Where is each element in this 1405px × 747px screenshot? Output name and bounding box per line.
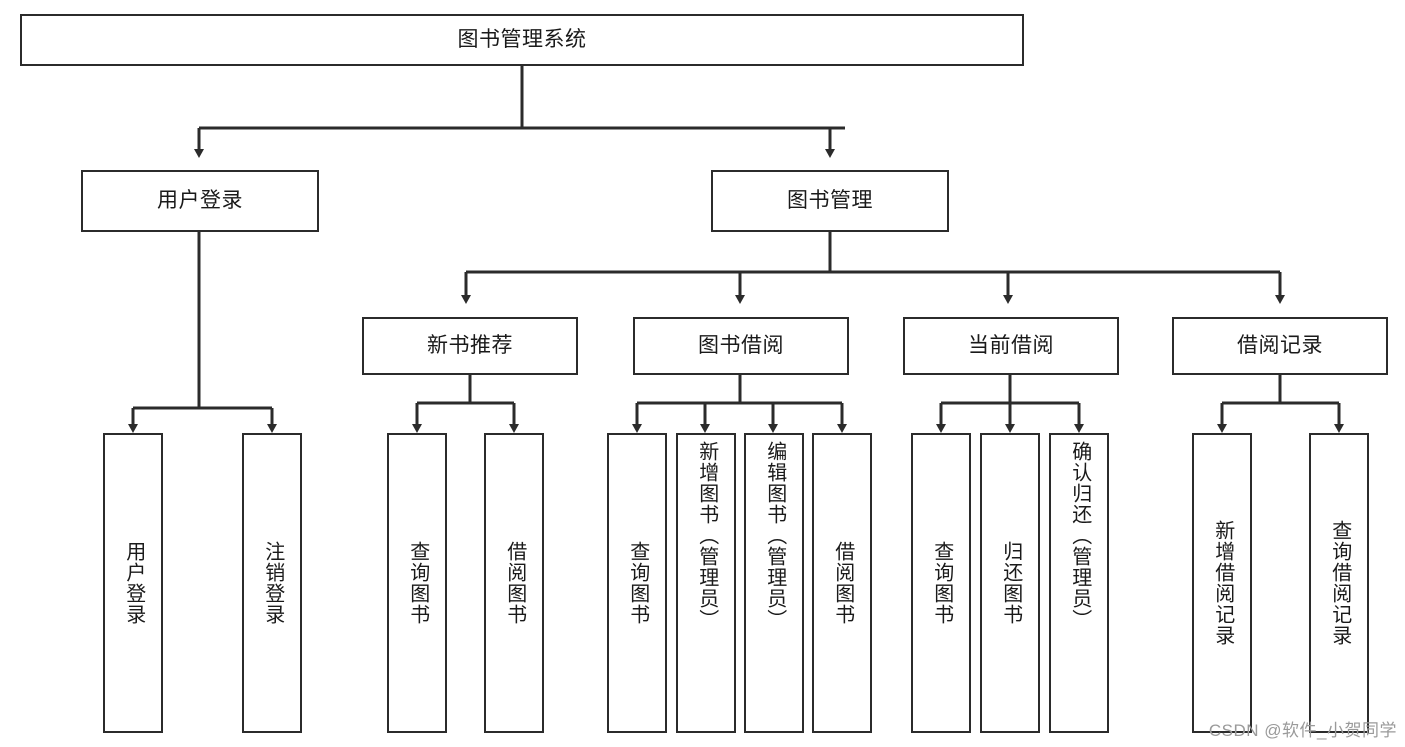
leaf-return-book-label: 归还图书 [999,541,1022,625]
leaf-borrow-book-1[interactable]: 借阅图书 [484,433,544,733]
leaf-query-book-1-label: 查询图书 [406,541,429,625]
node-borrow-record[interactable]: 借阅记录 [1172,317,1388,375]
node-current-borrow-label: 当前借阅 [968,334,1054,358]
node-user-login[interactable]: 用户登录 [81,170,319,232]
leaf-return-book[interactable]: 归还图书 [980,433,1040,733]
node-user-login-label: 用户登录 [157,189,243,213]
node-new-book-recommend[interactable]: 新书推荐 [362,317,578,375]
leaf-query-borrow-record[interactable]: 查询借阅记录 [1309,433,1369,733]
leaf-logout-login-label: 注销登录 [261,541,284,625]
leaf-add-borrow-record-label: 新增借阅记录 [1211,520,1234,646]
leaf-query-book-3-label: 查询图书 [930,541,953,625]
leaf-query-book-2[interactable]: 查询图书 [607,433,667,733]
leaf-add-book-admin[interactable]: 新增图书（管理员） [676,433,736,733]
node-borrow-record-label: 借阅记录 [1237,334,1323,358]
leaf-query-book-2-label: 查询图书 [626,541,649,625]
leaf-borrow-book-2-label: 借阅图书 [831,541,854,625]
leaf-borrow-book-1-label: 借阅图书 [503,541,526,625]
leaf-edit-book-admin[interactable]: 编辑图书（管理员） [744,433,804,733]
node-root-label: 图书管理系统 [457,28,587,52]
node-book-borrow-label: 图书借阅 [698,334,784,358]
leaf-query-book-3[interactable]: 查询图书 [911,433,971,733]
leaf-confirm-return-admin[interactable]: 确认归还（管理员） [1049,433,1109,733]
leaf-add-book-admin-label: 新增图书（管理员） [695,441,718,630]
node-root-library-management-system[interactable]: 图书管理系统 [20,14,1024,66]
node-current-borrow[interactable]: 当前借阅 [903,317,1119,375]
leaf-user-login[interactable]: 用户登录 [103,433,163,733]
leaf-query-borrow-record-label: 查询借阅记录 [1328,520,1351,646]
leaf-edit-book-admin-label: 编辑图书（管理员） [763,441,786,630]
node-book-management-label: 图书管理 [787,189,873,213]
leaf-borrow-book-2[interactable]: 借阅图书 [812,433,872,733]
leaf-query-book-1[interactable]: 查询图书 [387,433,447,733]
leaf-user-login-label: 用户登录 [122,541,145,625]
leaf-logout-login[interactable]: 注销登录 [242,433,302,733]
node-book-borrow[interactable]: 图书借阅 [633,317,849,375]
leaf-add-borrow-record[interactable]: 新增借阅记录 [1192,433,1252,733]
leaf-confirm-return-admin-label: 确认归还（管理员） [1068,441,1091,630]
node-new-book-recommend-label: 新书推荐 [427,334,513,358]
node-book-management[interactable]: 图书管理 [711,170,949,232]
